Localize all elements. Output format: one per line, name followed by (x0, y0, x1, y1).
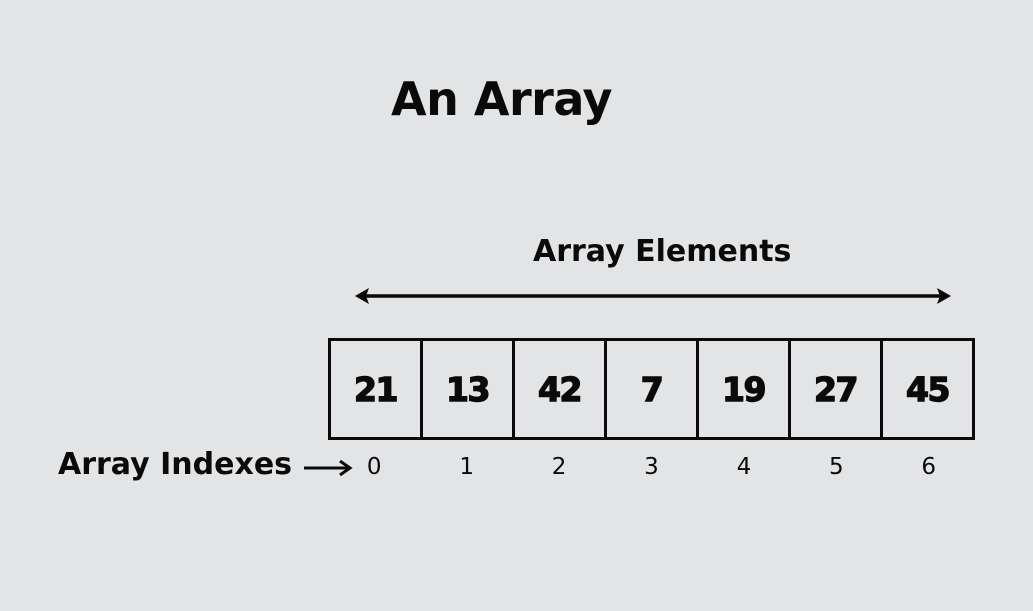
array-cell: 13 (423, 341, 515, 437)
array-cell: 45 (905, 369, 951, 409)
array-index: 4 (736, 454, 752, 480)
array-cell: 19 (699, 341, 791, 437)
array-cell: 27 (791, 341, 883, 437)
array-indexes-label: Array Indexes (58, 447, 293, 482)
array-index: 3 (644, 454, 659, 480)
array-cell: 21 (331, 341, 423, 437)
array-index: 0 (366, 454, 382, 480)
array-cell: 42 (515, 341, 607, 437)
diagram-title: An Array (391, 72, 612, 126)
array-index-row: 0 1 2 3 4 5 6 (328, 452, 975, 482)
array-cell: 7 (607, 341, 699, 437)
array-index: 1 (459, 454, 474, 480)
array-index: 6 (921, 454, 937, 480)
array-index: 2 (551, 454, 567, 480)
right-arrow-icon (304, 459, 353, 477)
double-headed-arrow-icon (355, 288, 951, 304)
array-index: 5 (829, 454, 844, 480)
array-elements-label: Array Elements (533, 234, 792, 269)
